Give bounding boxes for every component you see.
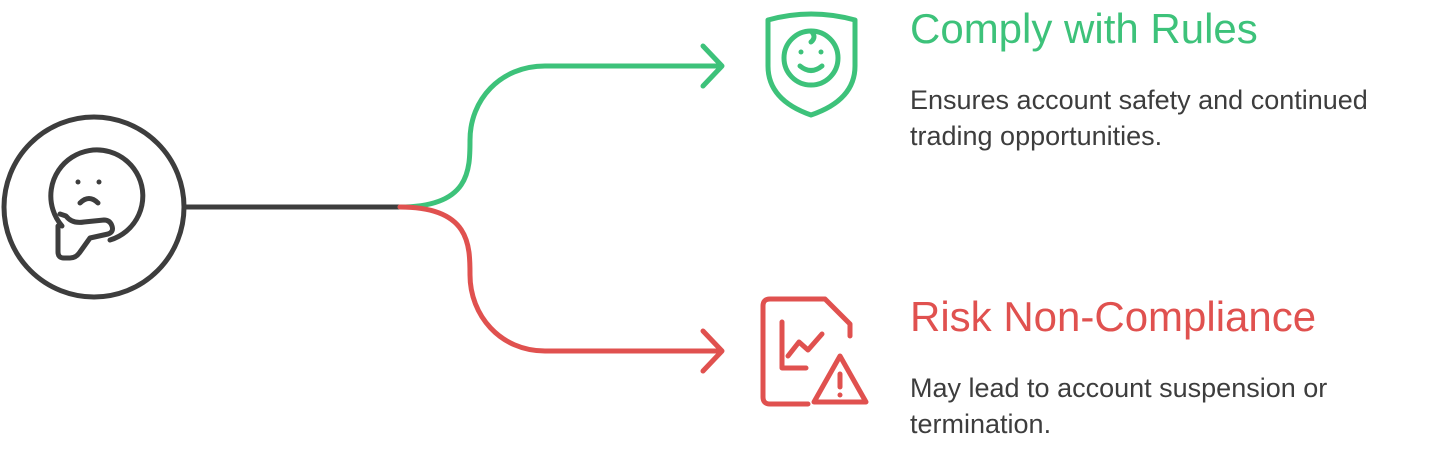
comply-description: Ensures account safety and continued tra… xyxy=(910,85,1368,151)
risk-description: May lead to account suspension or termin… xyxy=(910,373,1328,439)
comply-title: Comply with Rules xyxy=(910,5,1258,52)
smiling-shield-icon xyxy=(765,11,858,118)
risk-connector xyxy=(397,204,725,374)
risk-arrowhead xyxy=(700,328,725,374)
comply-connector xyxy=(397,43,725,210)
decision-node xyxy=(1,114,187,300)
thinking-face-icon xyxy=(48,147,146,261)
risk-title: Risk Non-Compliance xyxy=(910,293,1317,340)
document-warning-icon xyxy=(760,296,869,407)
comply-arrowhead xyxy=(700,43,725,89)
